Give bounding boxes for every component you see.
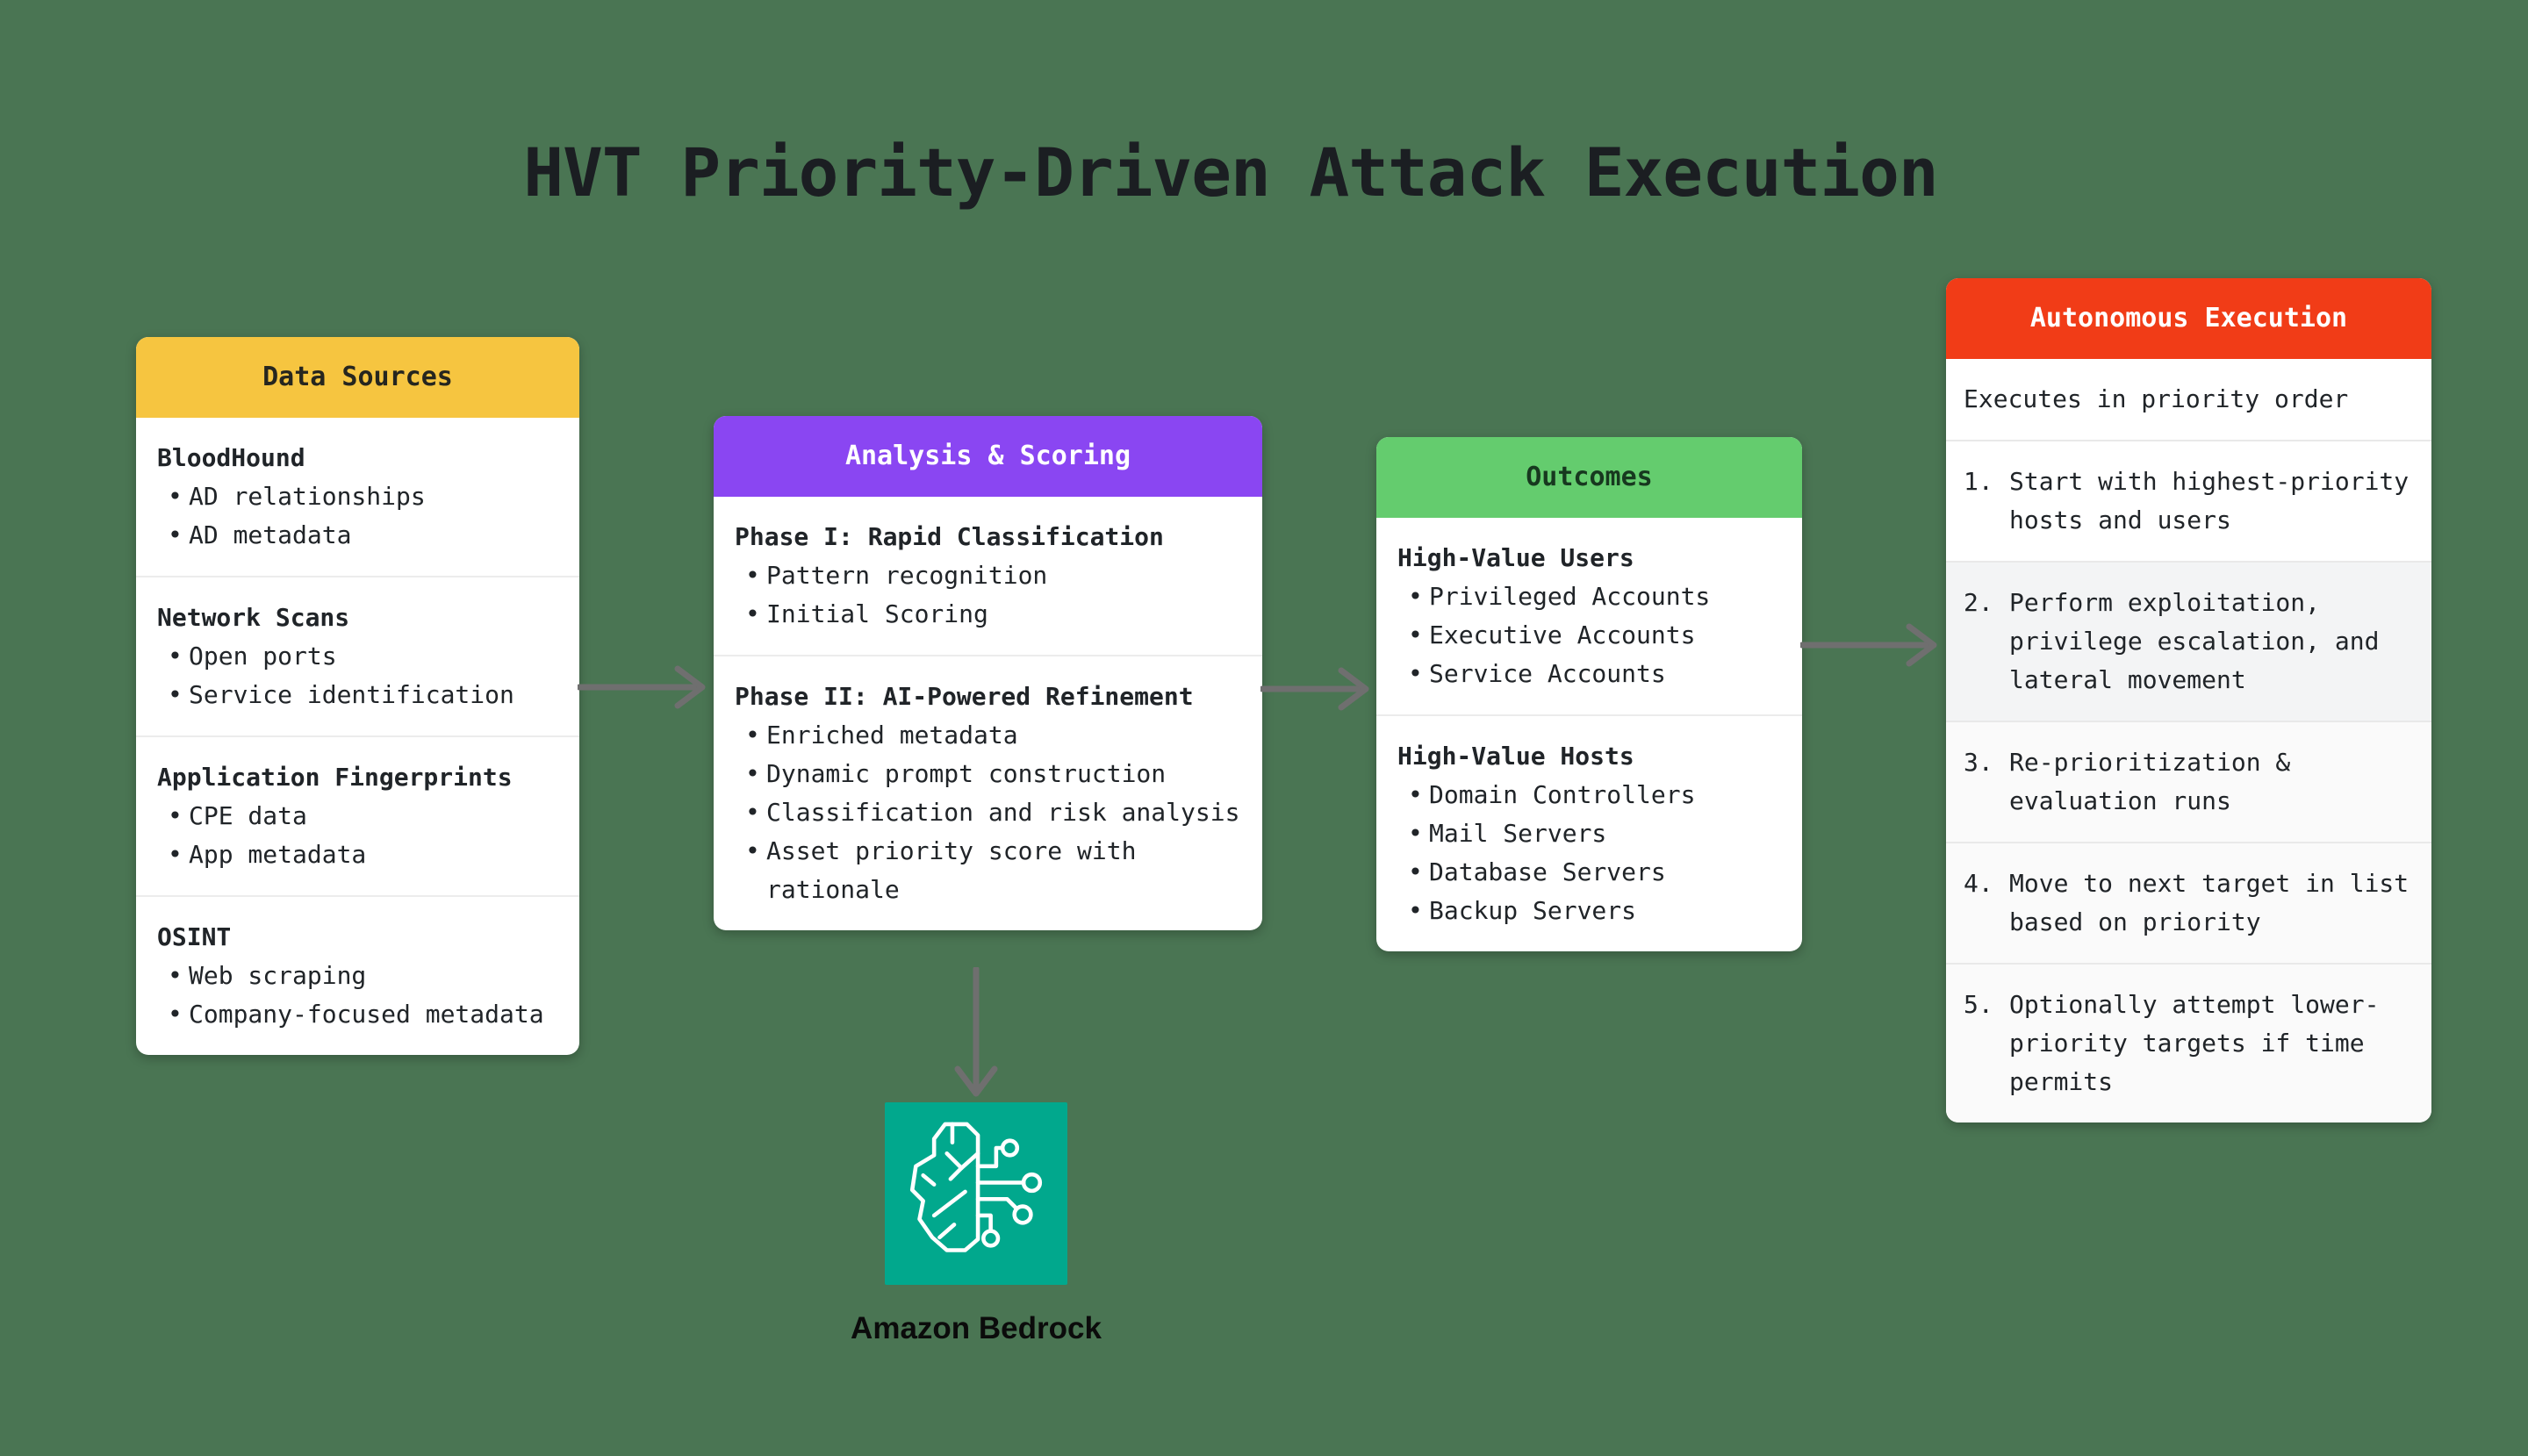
execution-step: 4. Move to next target in list based on … <box>1946 842 2431 963</box>
bullet-item: AD relationships <box>157 477 558 516</box>
bullet-item: CPE data <box>157 797 558 836</box>
section-heading: Network Scans <box>157 603 350 632</box>
card-section: OSINT Web scraping Company-focused metad… <box>136 895 579 1055</box>
card-section: Phase II: AI-Powered Refinement Enriched… <box>714 655 1262 930</box>
execution-step: 2. Perform exploitation, privilege escal… <box>1946 561 2431 721</box>
amazon-bedrock-icon <box>885 1102 1067 1285</box>
section-heading: High-Value Users <box>1397 543 1634 572</box>
section-heading: OSINT <box>157 922 232 951</box>
step-number: 5. <box>1964 990 1993 1019</box>
execution-step: 3. Re-prioritization & evaluation runs <box>1946 721 2431 842</box>
bullet-item: App metadata <box>157 836 558 874</box>
bullet-item: Service identification <box>157 676 558 714</box>
bullet-item: Privileged Accounts <box>1397 577 1781 616</box>
page-title: HVT Priority-Driven Attack Execution <box>523 133 1938 212</box>
bullet-item: Backup Servers <box>1397 892 1781 930</box>
brain-circuit-icon <box>909 1122 1043 1252</box>
execution-intro: Executes in priority order <box>1946 359 2431 440</box>
card-section: Application Fingerprints CPE data App me… <box>136 735 579 895</box>
card-section: Phase I: Rapid Classification Pattern re… <box>714 497 1262 655</box>
step-text: Start with highest-priority hosts and us… <box>2009 467 2410 534</box>
box-outcomes: Outcomes High-Value Users Privileged Acc… <box>1376 437 1802 951</box>
section-heading: Phase I: Rapid Classification <box>735 522 1164 551</box>
arrow-right-icon <box>1800 623 1937 667</box>
analysis-scoring-header: Analysis & Scoring <box>714 416 1262 497</box>
card-section: High-Value Hosts Domain Controllers Mail… <box>1376 714 1802 951</box>
step-number: 2. <box>1964 588 1993 617</box>
section-heading: Application Fingerprints <box>157 763 513 792</box>
step-text: Optionally attempt lower-priority target… <box>2009 990 2380 1096</box>
bullet-item: Mail Servers <box>1397 814 1781 853</box>
section-heading: Phase II: AI-Powered Refinement <box>735 682 1194 711</box>
bullet-item: Database Servers <box>1397 853 1781 892</box>
outcomes-header: Outcomes <box>1376 437 1802 518</box>
autonomous-execution-header: Autonomous Execution <box>1946 278 2431 359</box>
data-sources-header: Data Sources <box>136 337 579 418</box>
card-section: BloodHound AD relationships AD metadata <box>136 418 579 576</box>
bullet-item: Service Accounts <box>1397 655 1781 693</box>
bullet-item: Executive Accounts <box>1397 616 1781 655</box>
section-heading: High-Value Hosts <box>1397 742 1634 771</box>
amazon-bedrock-label: Amazon Bedrock <box>851 1311 1102 1345</box>
arrow-right-icon <box>1260 667 1369 711</box>
box-data-sources: Data Sources BloodHound AD relationships… <box>136 337 579 1055</box>
step-number: 4. <box>1964 869 1993 898</box>
bullet-item: Domain Controllers <box>1397 776 1781 814</box>
bullet-item: Enriched metadata <box>735 716 1241 755</box>
arrow-right-icon <box>578 665 706 709</box>
step-text: Re-prioritization & evaluation runs <box>2009 748 2291 815</box>
execution-step: 5. Optionally attempt lower-priority tar… <box>1946 963 2431 1122</box>
bullet-item: Pattern recognition <box>735 556 1241 595</box>
arrow-down-icon <box>954 967 998 1097</box>
bullet-item: Initial Scoring <box>735 595 1241 634</box>
box-autonomous-execution: Autonomous Execution Executes in priorit… <box>1946 278 2431 1122</box>
bullet-item: Asset priority score with rationale <box>735 832 1241 909</box>
bullet-item: Dynamic prompt construction <box>735 755 1241 793</box>
bullet-item: Classification and risk analysis <box>735 793 1241 832</box>
step-text: Move to next target in list based on pri… <box>2009 869 2410 936</box>
box-analysis-scoring: Analysis & Scoring Phase I: Rapid Classi… <box>714 416 1262 930</box>
bullet-item: Web scraping <box>157 957 558 995</box>
card-section: High-Value Users Privileged Accounts Exe… <box>1376 518 1802 714</box>
step-text: Perform exploitation, privilege escalati… <box>2009 588 2380 694</box>
card-section: Network Scans Open ports Service identif… <box>136 576 579 735</box>
step-number: 1. <box>1964 467 1993 496</box>
bullet-item: Open ports <box>157 637 558 676</box>
execution-step: 1. Start with highest-priority hosts and… <box>1946 440 2431 561</box>
bullet-item: Company-focused metadata <box>157 995 558 1034</box>
bullet-item: AD metadata <box>157 516 558 555</box>
section-heading: BloodHound <box>157 443 305 472</box>
step-number: 3. <box>1964 748 1993 777</box>
